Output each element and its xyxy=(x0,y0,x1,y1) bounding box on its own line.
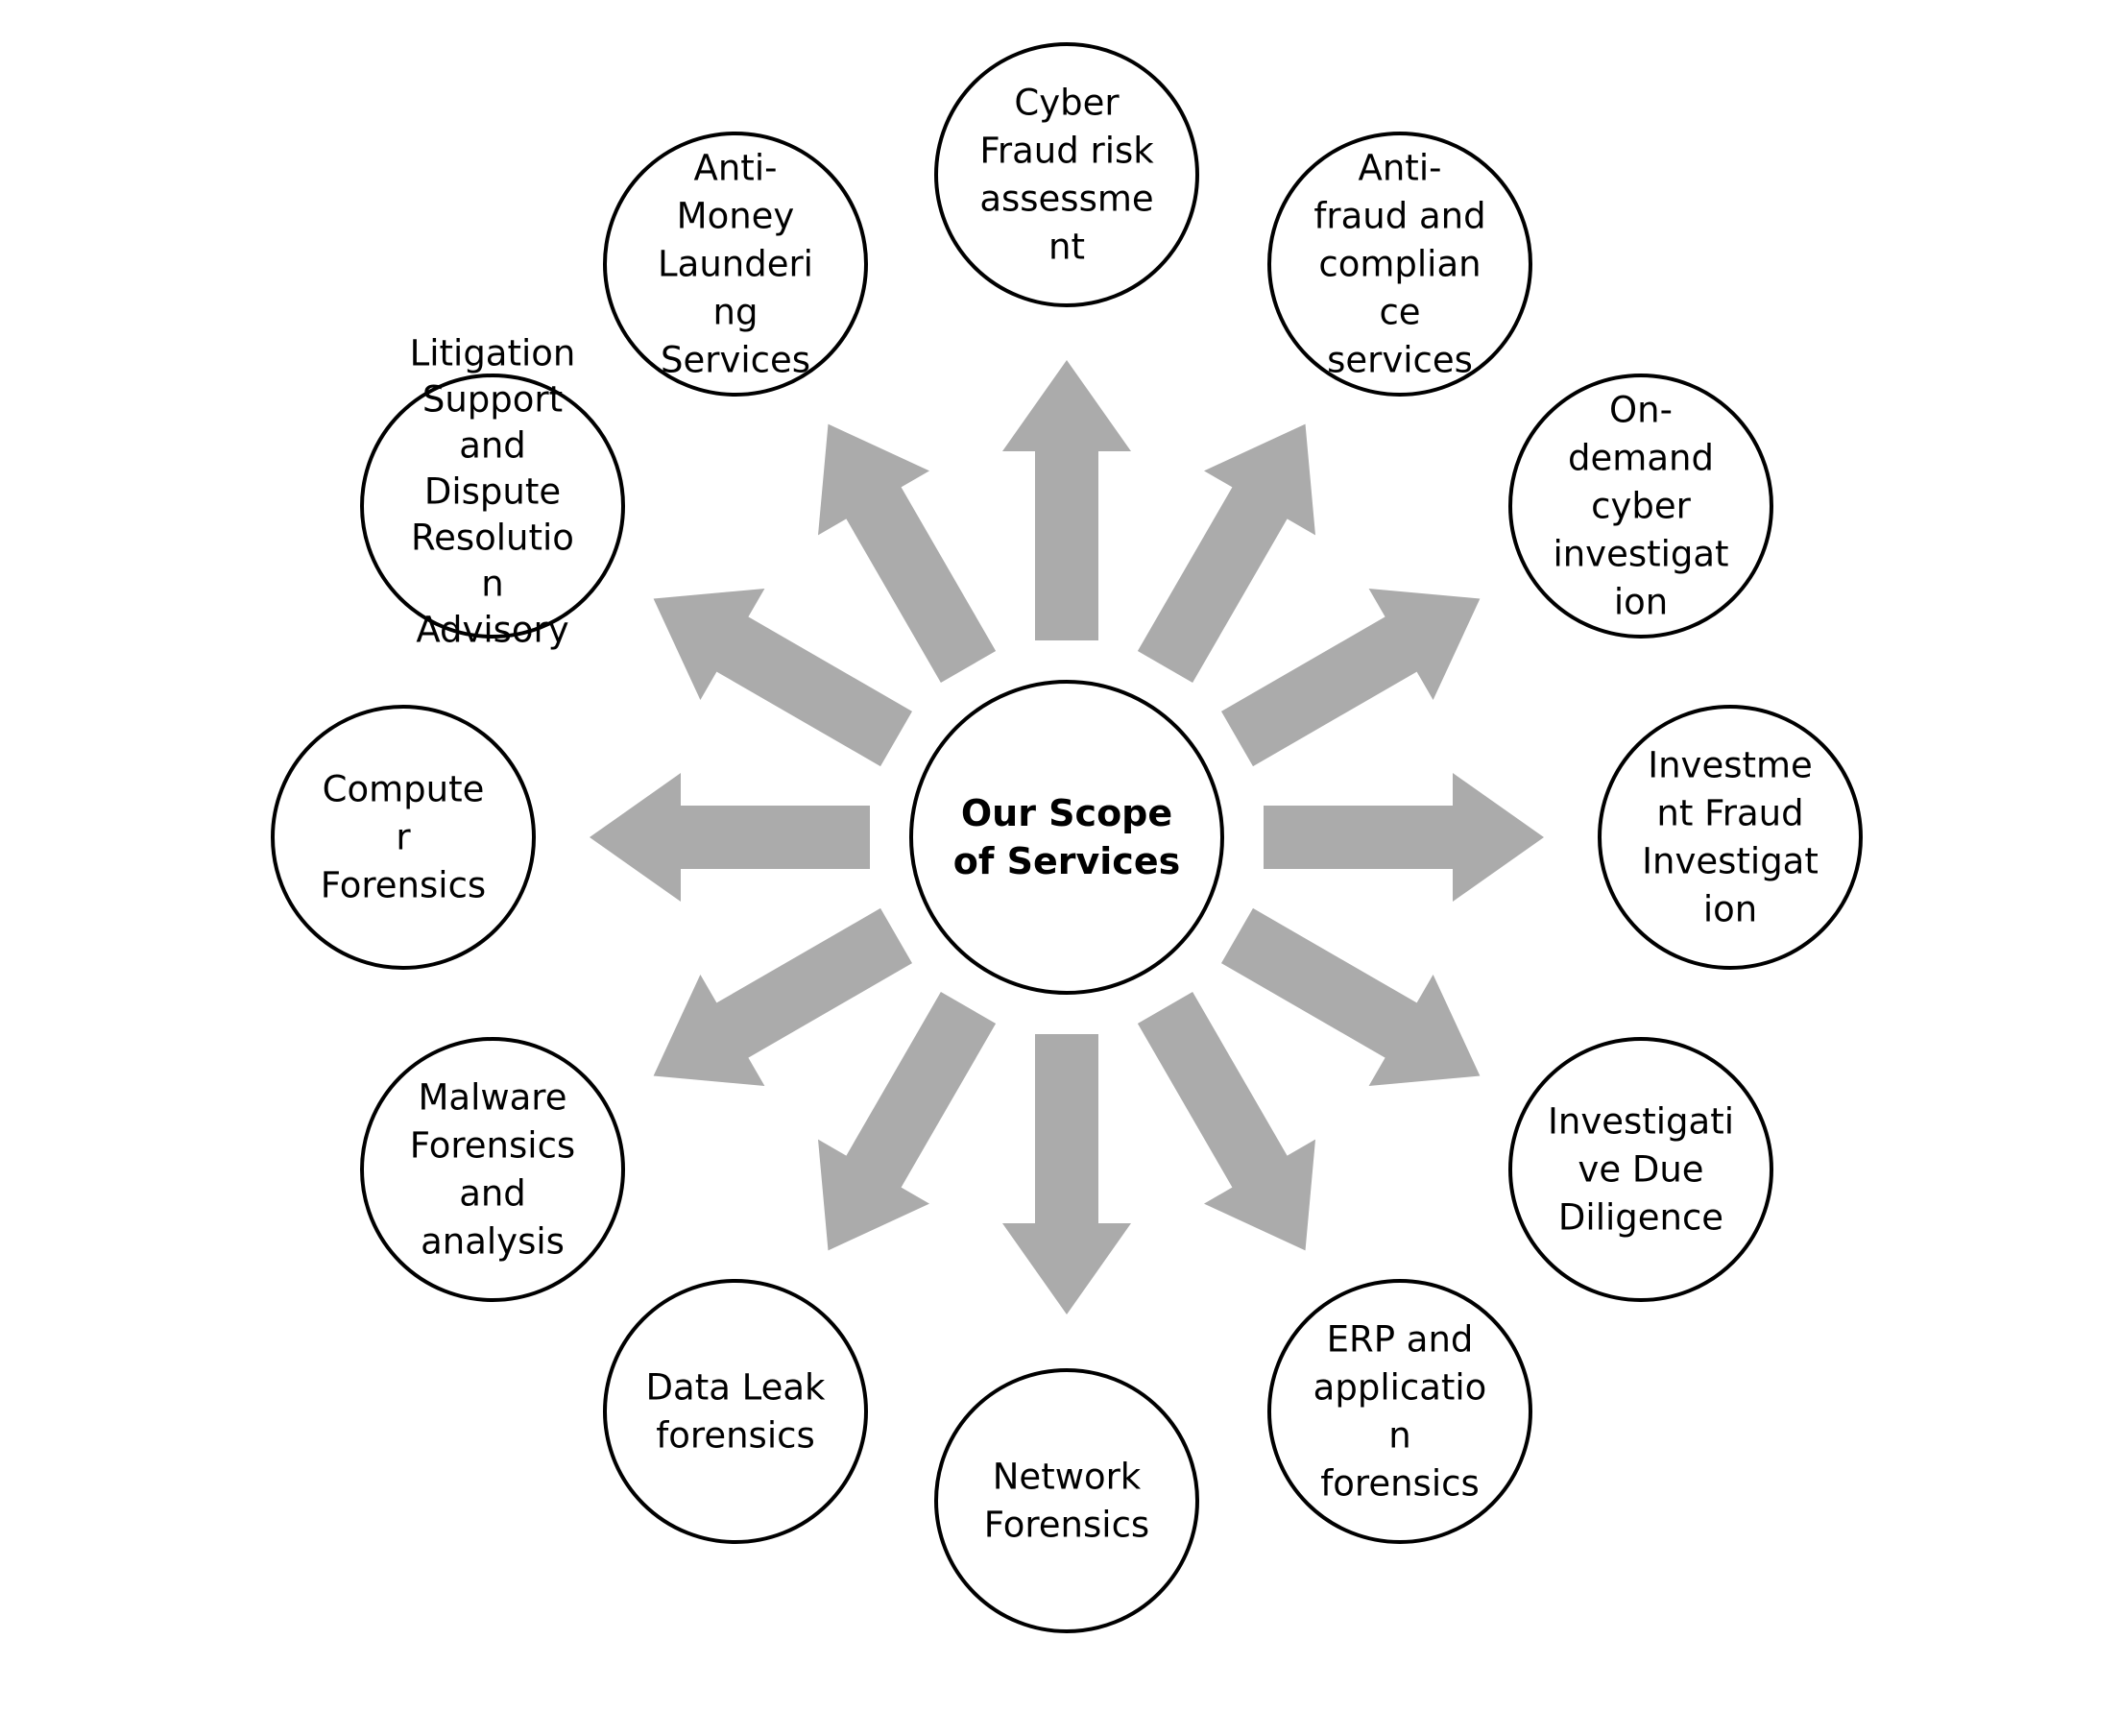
service-label-investigative-due-diligence-line-3: Diligence xyxy=(1558,1197,1723,1239)
service-label-anti-fraud-and-compliance-services-line-4: ce xyxy=(1379,292,1420,333)
center-node: Our Scope of Services xyxy=(909,680,1224,995)
service-node-data-leak-forensics: Data Leak forensics xyxy=(603,1279,868,1544)
service-label-litigation-support-and-dispute-resolution-advisory-line-7: Advisory xyxy=(416,610,568,651)
service-circle-computer-forensics xyxy=(271,705,536,970)
service-label-malware-forensics-and-analysis-line-4: analysis xyxy=(421,1221,565,1263)
service-label-data-leak-forensics-line-1: Data Leak xyxy=(646,1367,827,1409)
service-label-litigation-support-and-dispute-resolution-advisory-line-2: Support xyxy=(422,379,563,421)
arrow-12 xyxy=(818,423,997,683)
service-label-on-demand-cyber-investigation-line-4: investigat xyxy=(1553,534,1728,575)
arrows-group xyxy=(590,360,1544,1314)
service-label-investment-fraud-investigation-line-2: nt Fraud xyxy=(1656,793,1803,834)
service-circle-litigation-support-and-dispute-resolution-advisory xyxy=(360,374,625,639)
service-label-investigative-due-diligence-line-1: Investigati xyxy=(1548,1101,1734,1143)
service-label-anti-fraud-and-compliance-services-line-2: fraud and xyxy=(1313,196,1485,237)
service-label-on-demand-cyber-investigation-line-5: ion xyxy=(1614,582,1668,623)
service-label-network-forensics-line-1: Network xyxy=(993,1457,1142,1498)
service-label-investment-fraud-investigation-line-3: Investigat xyxy=(1642,841,1819,882)
service-label-cyber-fraud-risk-assessment-line-2: Fraud risk xyxy=(979,131,1154,172)
arrow-4 xyxy=(1264,773,1544,902)
service-label-investment-fraud-investigation-line-4: ion xyxy=(1703,889,1757,930)
service-circle-on-demand-cyber-investigation xyxy=(1508,374,1773,639)
service-label-data-leak-forensics-line-2: forensics xyxy=(656,1415,814,1457)
service-circle-malware-forensics-and-analysis xyxy=(360,1037,625,1302)
arrow-2 xyxy=(1137,423,1315,683)
center-title-line-1: Our Scope xyxy=(961,792,1172,834)
service-label-erp-and-application-forensics-line-3: n xyxy=(1388,1415,1410,1457)
service-circle-erp-and-application-forensics xyxy=(1267,1279,1532,1544)
service-label-anti-money-laundering-services-line-1: Anti- xyxy=(694,148,778,189)
service-label-malware-forensics-and-analysis-line-2: Forensics xyxy=(410,1125,575,1167)
service-label-investigative-due-diligence-line-2: ve Due xyxy=(1578,1149,1703,1191)
center-title-line-2: of Services xyxy=(953,840,1180,882)
service-node-erp-and-application-forensics: ERP and applicatio n forensics xyxy=(1267,1279,1532,1544)
service-label-erp-and-application-forensics-line-1: ERP and xyxy=(1327,1319,1474,1361)
service-label-litigation-support-and-dispute-resolution-advisory-line-3: and xyxy=(459,425,526,467)
service-label-malware-forensics-and-analysis-line-3: and xyxy=(459,1173,526,1215)
service-circle-network-forensics xyxy=(934,1368,1199,1633)
service-label-erp-and-application-forensics-line-4: forensics xyxy=(1320,1463,1479,1505)
arrow-5 xyxy=(1221,907,1481,1086)
service-node-anti-fraud-and-compliance-services: Anti-fraud and complian ce services xyxy=(1267,132,1532,397)
service-label-anti-fraud-and-compliance-services-line-1: Anti- xyxy=(1359,148,1442,189)
arrow-10 xyxy=(590,773,870,902)
service-label-on-demand-cyber-investigation-line-2: demand xyxy=(1568,438,1714,479)
service-label-erp-and-application-forensics-line-2: applicatio xyxy=(1313,1367,1487,1409)
arrow-11 xyxy=(653,589,912,767)
service-circle-investment-fraud-investigation xyxy=(1598,705,1863,970)
service-label-anti-money-laundering-services-line-2: Money xyxy=(677,196,795,237)
service-label-anti-fraud-and-compliance-services-line-5: services xyxy=(1327,340,1473,381)
arrow-6 xyxy=(1137,992,1315,1251)
service-circle-data-leak-forensics xyxy=(603,1279,868,1544)
service-label-network-forensics-line-2: Forensics xyxy=(984,1505,1149,1546)
service-label-computer-forensics-line-2: r xyxy=(396,817,411,858)
service-circle-cyber-fraud-risk-assessment xyxy=(934,42,1199,307)
service-label-malware-forensics-and-analysis-line-1: Malware xyxy=(419,1077,567,1119)
service-circle-anti-fraud-and-compliance-services xyxy=(1267,132,1532,397)
service-label-litigation-support-and-dispute-resolution-advisory-line-1: Litigation xyxy=(410,333,576,374)
service-label-anti-fraud-and-compliance-services-line-3: complian xyxy=(1318,244,1481,285)
arrow-7 xyxy=(1002,1034,1131,1314)
service-label-anti-money-laundering-services-line-3: Launderi xyxy=(658,244,813,285)
service-label-computer-forensics-line-1: Compute xyxy=(323,769,485,810)
service-label-investment-fraud-investigation-line-1: Investme xyxy=(1648,745,1813,786)
service-label-on-demand-cyber-investigation-line-3: cyber xyxy=(1591,486,1691,527)
service-label-anti-money-laundering-services-line-4: ng xyxy=(713,292,759,333)
service-label-computer-forensics-line-3: Forensics xyxy=(321,865,486,906)
center-circle xyxy=(909,680,1224,995)
service-label-litigation-support-and-dispute-resolution-advisory-line-4: Dispute xyxy=(424,471,561,513)
arrow-8 xyxy=(818,992,997,1251)
service-label-cyber-fraud-risk-assessment-line-4: nt xyxy=(1048,227,1085,268)
service-node-on-demand-cyber-investigation: On-demand cyber investigat ion xyxy=(1508,374,1773,639)
service-label-cyber-fraud-risk-assessment-line-1: Cyber xyxy=(1014,83,1120,124)
service-label-anti-money-laundering-services-line-5: Services xyxy=(661,340,810,381)
arrow-1 xyxy=(1002,360,1131,640)
service-circle-anti-money-laundering-services xyxy=(603,132,868,397)
service-label-cyber-fraud-risk-assessment-line-3: assessme xyxy=(979,179,1153,220)
service-label-litigation-support-and-dispute-resolution-advisory-line-6: n xyxy=(481,564,503,605)
arrow-3 xyxy=(1221,589,1481,767)
service-circle-investigative-due-diligence xyxy=(1508,1037,1773,1302)
arrow-9 xyxy=(653,907,912,1086)
service-label-litigation-support-and-dispute-resolution-advisory-line-5: Resolutio xyxy=(411,518,574,559)
service-label-on-demand-cyber-investigation-line-1: On- xyxy=(1609,390,1673,431)
